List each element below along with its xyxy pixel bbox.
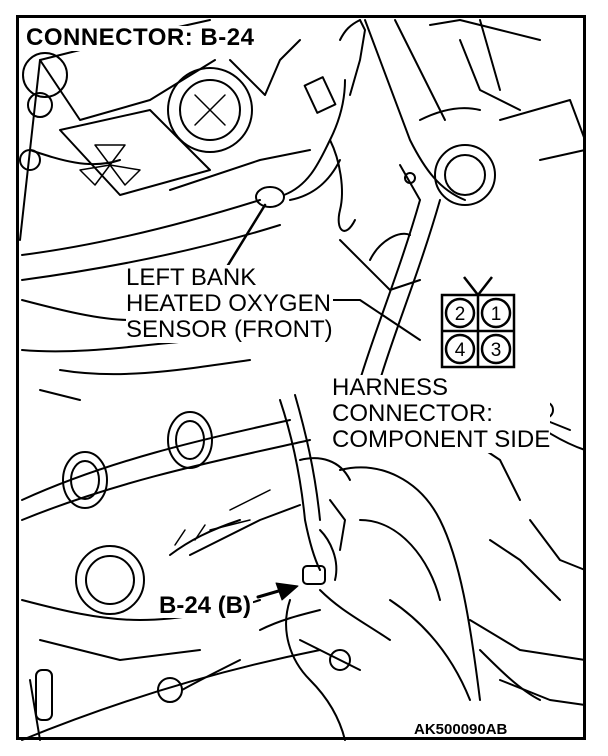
- harness-label-line-2: CONNECTOR:: [332, 400, 493, 427]
- harness-label-line-3: COMPONENT SIDE: [332, 426, 551, 453]
- pin-1-label: 1: [491, 304, 502, 325]
- connector-face-icon: [440, 276, 516, 369]
- connector-callout: B-24 (B): [157, 592, 254, 619]
- pin-3-label: 3: [491, 340, 502, 361]
- sensor-label: LEFT BANK HEATED OXYGEN SENSOR (FRONT): [126, 265, 333, 343]
- harness-label-line-1: HARNESS: [332, 374, 449, 401]
- pin-2-label: 2: [455, 304, 466, 325]
- pin-4-label: 4: [455, 340, 466, 361]
- figure-code: AK500090AB: [412, 721, 510, 738]
- sensor-label-line-2: HEATED OXYGEN: [126, 290, 331, 317]
- figure-title: CONNECTOR: B-24: [26, 26, 259, 51]
- sensor-label-line-3: SENSOR (FRONT): [126, 316, 333, 343]
- sensor-label-line-1: LEFT BANK: [126, 264, 257, 291]
- harness-connector-label: HARNESS CONNECTOR: COMPONENT SIDE: [332, 374, 551, 453]
